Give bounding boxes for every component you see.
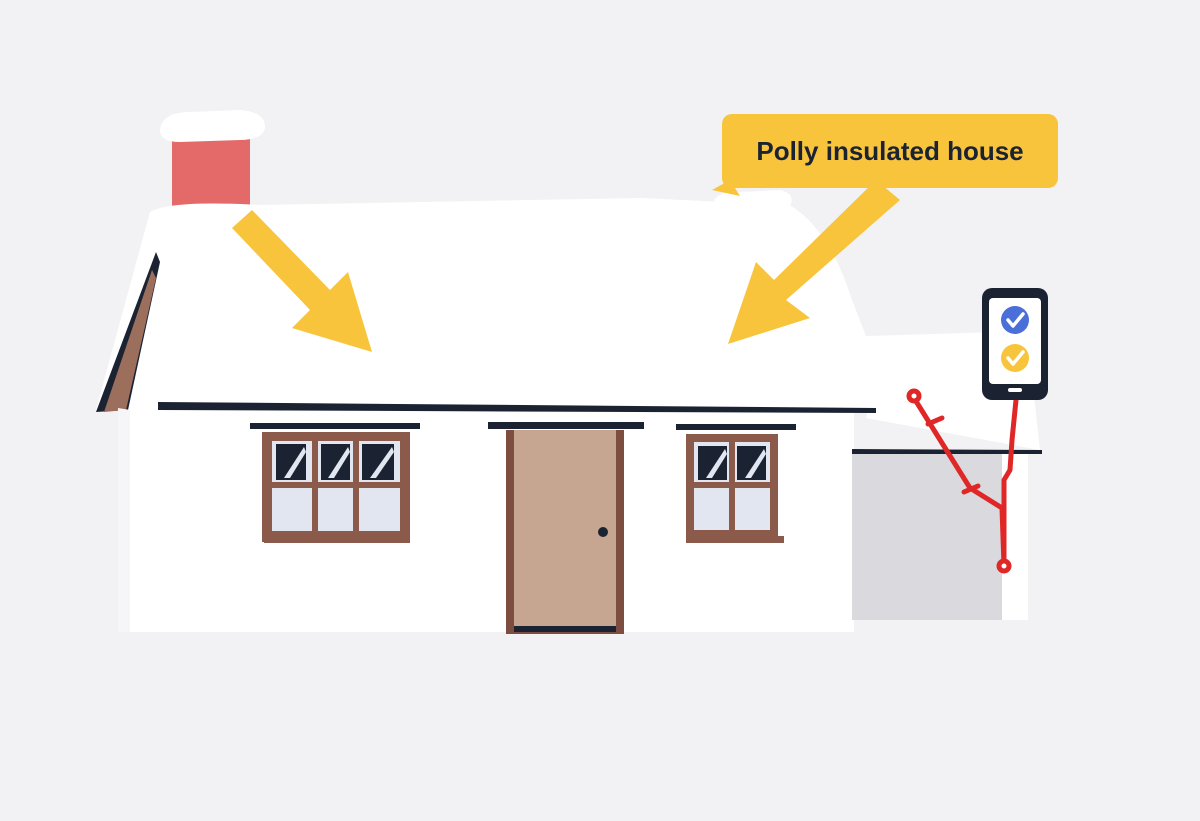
garage <box>852 449 1042 620</box>
door-knob <box>598 527 608 537</box>
left-window <box>250 423 420 543</box>
front-door <box>488 422 644 634</box>
check-circle-icon <box>1001 344 1029 372</box>
insulation-arrow-left <box>232 210 372 352</box>
gable-edge <box>96 252 160 412</box>
callout: Polly insulated house <box>712 114 1058 196</box>
main-chimney <box>160 110 266 216</box>
callout-box <box>722 114 1058 188</box>
right-window <box>676 424 796 543</box>
eave-trim <box>158 402 876 413</box>
callout-label: Polly insulated house <box>756 136 1023 166</box>
check-circle-icon <box>1001 306 1029 334</box>
insulation-arrow-right <box>728 180 900 344</box>
smartphone-icon <box>982 288 1048 400</box>
sensor-wire <box>906 388 1019 574</box>
